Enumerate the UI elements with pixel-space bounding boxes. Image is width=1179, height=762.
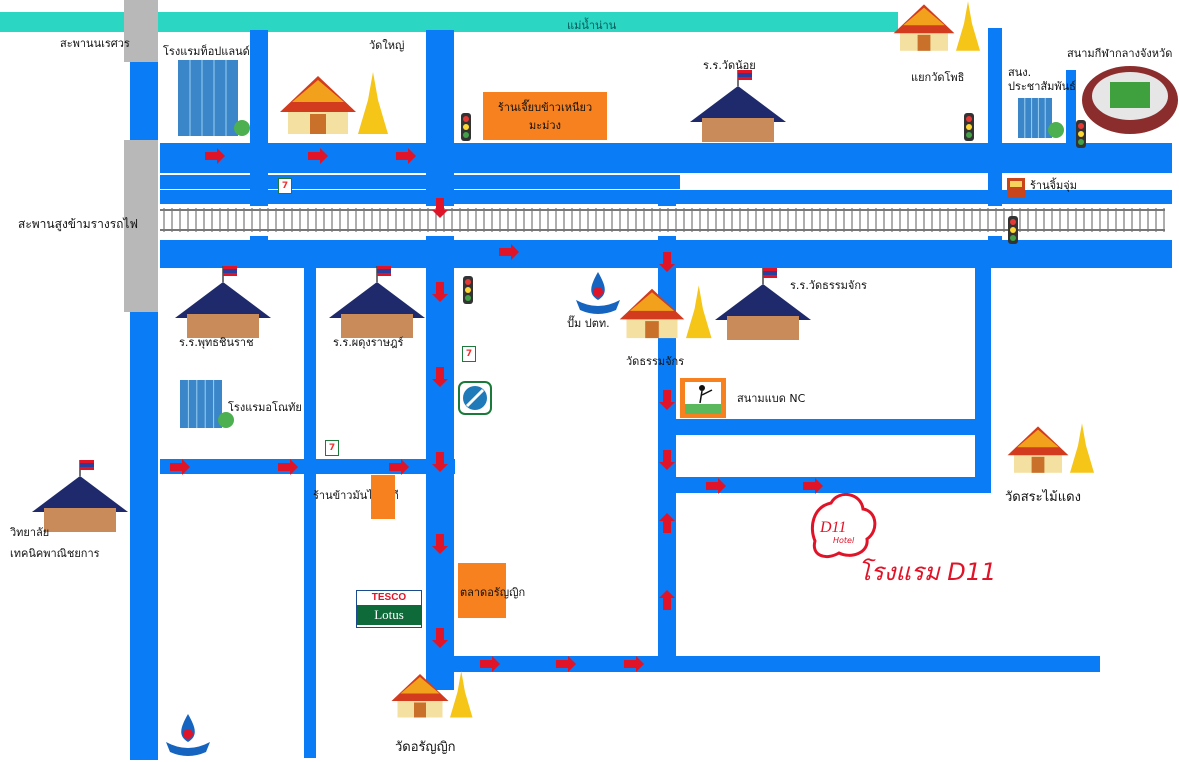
stadium-label: สนามกีฬากลางจังหวัด xyxy=(1067,47,1173,60)
direction-arrow xyxy=(706,478,726,494)
seven-eleven-icon: 7 xyxy=(278,178,292,194)
school-icon xyxy=(329,266,425,338)
building-icon xyxy=(1018,98,1064,138)
ran-chum-label: ร้านจิ้มจุ่ม xyxy=(1030,179,1077,192)
building-icon xyxy=(178,60,250,136)
railway xyxy=(160,206,1170,236)
seven-eleven-icon: 7 xyxy=(462,346,476,362)
seven-eleven-icon: 7 xyxy=(325,440,339,456)
direction-arrow xyxy=(432,452,448,472)
direction-arrow xyxy=(803,478,823,494)
wat-yai-label: วัดใหญ่ xyxy=(369,39,405,52)
court-label: สนามแบด NC xyxy=(737,392,806,405)
temple-icon xyxy=(391,671,473,718)
direction-arrow xyxy=(432,282,448,302)
tesco-top: TESCO xyxy=(371,592,407,603)
direction-arrow xyxy=(659,513,675,533)
river-label: แม่น้ำน่าน xyxy=(567,19,617,32)
temple-icon xyxy=(619,285,712,339)
shop-kaiman-box xyxy=(371,475,395,519)
direction-arrow xyxy=(659,252,675,272)
temple-icon xyxy=(1007,423,1094,473)
traffic-light-icon xyxy=(964,113,974,141)
school-icon xyxy=(175,266,271,338)
river xyxy=(0,12,898,32)
hotel-d11-label: โรงแรม D11 xyxy=(858,558,997,586)
school-wat-thammachak-label: ร.ร.วัดธรรมจักร xyxy=(790,279,867,292)
shop-khao-label: ร้านเจี๊ยบข้าวเหนียวมะม่วง xyxy=(497,101,593,132)
temple-icon xyxy=(280,72,388,134)
direction-arrow xyxy=(308,148,328,164)
direction-arrow xyxy=(432,534,448,554)
direction-arrow xyxy=(556,656,576,672)
d11-logo xyxy=(810,493,877,558)
direction-arrow xyxy=(659,450,675,470)
school-icon xyxy=(32,460,128,532)
bangchak-icon xyxy=(458,381,492,415)
wat-aranyik-label: วัดอรัญญิก xyxy=(395,740,456,755)
naresuan-bridge-label: สะพานนเรศวร xyxy=(60,37,130,50)
market-label: ตลาดอรัญญิก xyxy=(460,586,526,599)
traffic-light-icon xyxy=(463,276,473,304)
stadium-icon xyxy=(1082,66,1178,134)
ptt-label: ปั๊ม ปตท. xyxy=(567,317,610,330)
school-icon xyxy=(715,268,811,340)
d11-logo-text: D11 xyxy=(820,519,847,536)
hotpot-icon xyxy=(1007,178,1025,198)
hotel-topland-label: โรงแรมท็อปแลนด์ xyxy=(163,45,250,58)
hotel-amarin-label: โรงแรมอโณทัย xyxy=(228,401,302,414)
yaek-wat-pho-label: แยกวัดโพธิ xyxy=(911,71,965,84)
office-label: สนง. ประชาสัมพันธ์ xyxy=(1008,66,1076,94)
direction-arrow xyxy=(432,367,448,387)
direction-arrow xyxy=(480,656,500,672)
market-box: ตลาดอรัญญิก xyxy=(458,563,525,618)
direction-arrow xyxy=(432,628,448,648)
direction-arrows xyxy=(170,148,823,672)
direction-arrow xyxy=(659,390,675,410)
rail-bridge-deck xyxy=(124,140,158,312)
direction-arrow xyxy=(624,656,644,672)
direction-arrow xyxy=(278,459,298,475)
ptt-icon-south xyxy=(166,714,210,756)
traffic-light-icon xyxy=(1008,216,1018,244)
naresuan-bridge-deck xyxy=(124,0,158,62)
tesco-bottom: Lotus xyxy=(357,605,421,625)
traffic-light-icon xyxy=(461,113,471,141)
direction-arrow xyxy=(659,590,675,610)
ptt-icon xyxy=(576,272,620,314)
direction-arrow xyxy=(205,148,225,164)
school-phadung-label: ร.ร.ผดุงราษฎร์ xyxy=(333,336,404,349)
direction-arrow xyxy=(389,459,409,475)
school-icon xyxy=(690,70,786,142)
badminton-court-icon xyxy=(680,378,726,418)
wat-thammachak-label: วัดธรรมจักร xyxy=(626,355,685,368)
direction-arrow xyxy=(432,198,448,218)
direction-arrow xyxy=(170,459,190,475)
building-icon xyxy=(180,380,234,428)
traffic-light-icon xyxy=(1076,120,1086,148)
college-label-1: วิทยาลัย xyxy=(10,526,50,539)
shop-kaiman-label: ร้านข้าวมันไก่พังกี xyxy=(313,489,399,502)
roads xyxy=(130,28,1172,760)
shop-khao-box: ร้านเจี๊ยบข้าวเหนียวมะม่วง xyxy=(483,92,607,140)
rail-bridge-label: สะพานสูงข้ามรางรถไฟ xyxy=(18,217,138,231)
temple-icon xyxy=(893,1,980,51)
direction-arrow xyxy=(499,244,519,260)
direction-arrow xyxy=(396,148,416,164)
tesco-lotus-logo: TESCO Lotus xyxy=(356,590,422,628)
d11-logo-sub: Hotel xyxy=(833,536,855,545)
school-phutthachinnarat-label: ร.ร.พุทธชินราช xyxy=(179,336,254,349)
college-label-2: เทคนิคพาณิชยการ xyxy=(10,547,100,560)
school-wat-noi-label: ร.ร.วัดน้อย xyxy=(703,59,756,72)
wat-sa-label: วัดสระไม้แดง xyxy=(1005,490,1081,505)
